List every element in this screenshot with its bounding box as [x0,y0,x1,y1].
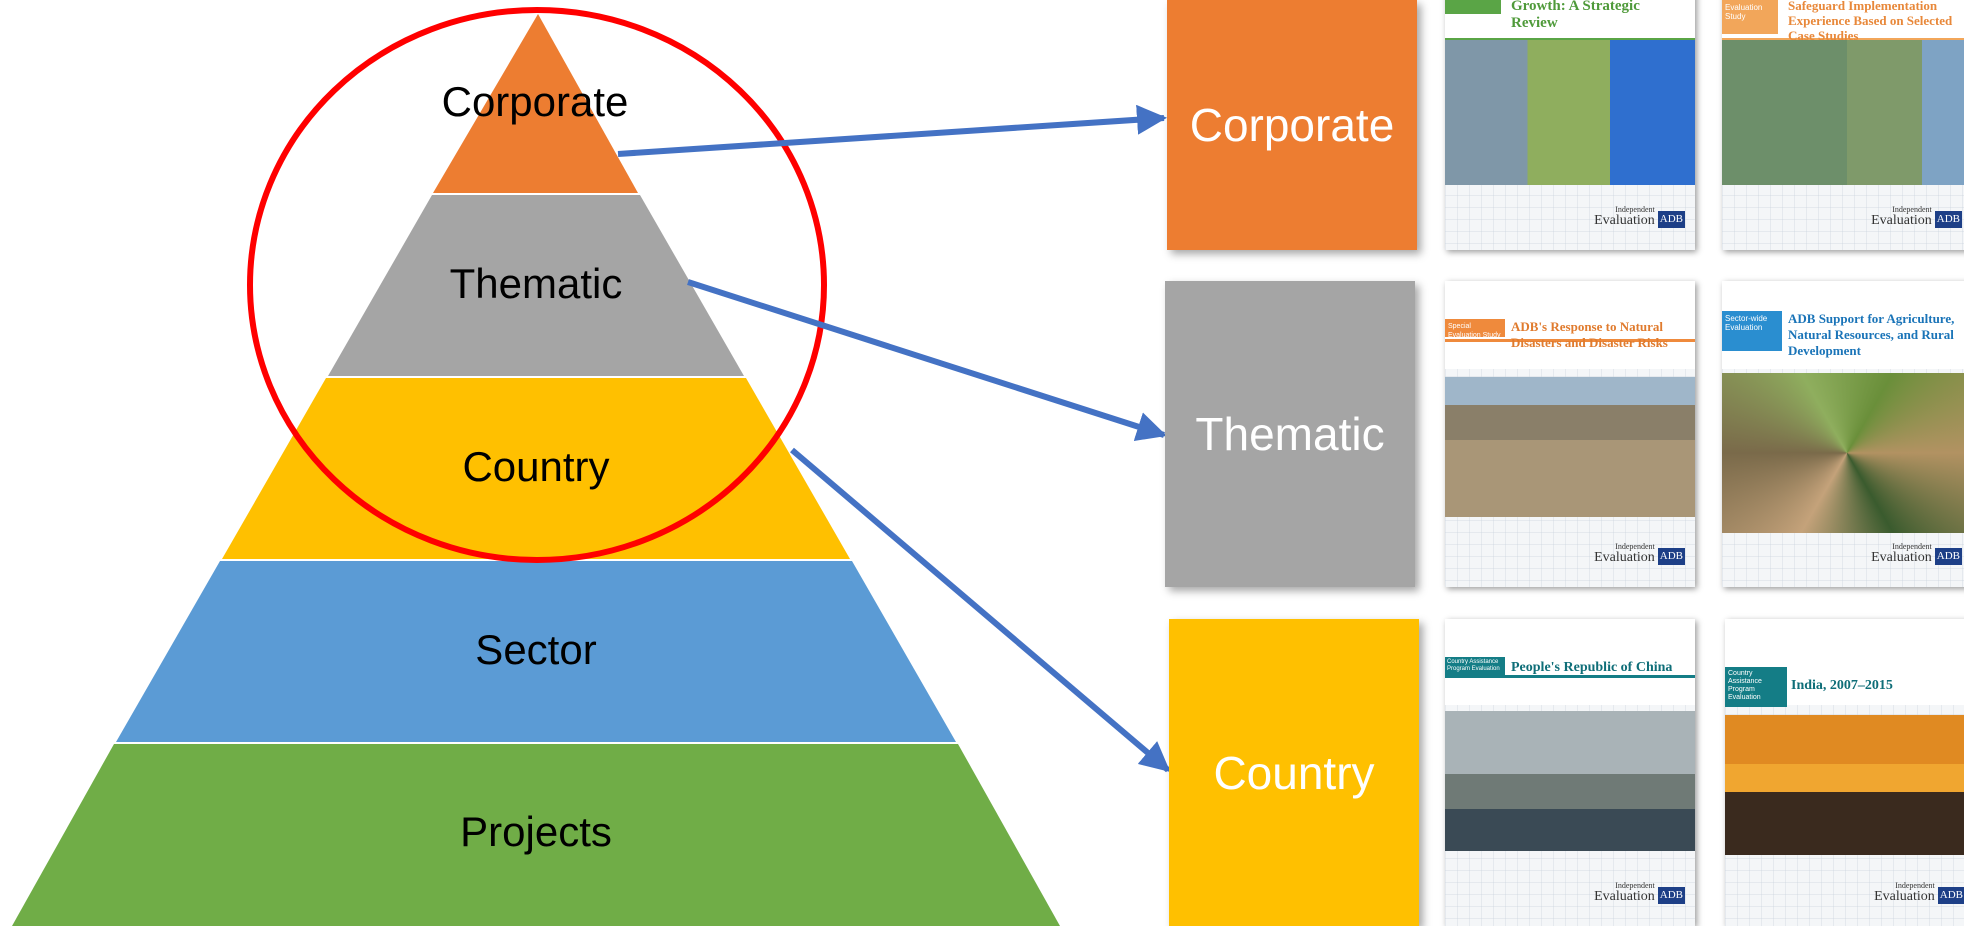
logo-small: Independent [1615,881,1655,890]
adb-logo: ADB [1937,887,1964,904]
cover-logo: Independent Evaluation ADB [1594,542,1685,565]
logo-small: Independent [1892,205,1932,214]
arrow-thematic [687,279,1167,442]
arrow-corporate [617,104,1167,157]
box-label-country: Country [1213,746,1375,799]
logo-small: Independent [1615,205,1655,214]
logo-small: Independent [1895,881,1935,890]
cover-photo [1725,715,1964,855]
report-cover: Sector-wide Evaluation ADB Support for A… [1722,281,1964,587]
cover-title: Growth: A Strategic Review [1511,0,1640,31]
adb-logo: ADB [1657,211,1685,228]
pyramid-level-sector [116,561,956,742]
pyramid-level-corporate [433,14,638,193]
cover-photo [1445,40,1695,185]
cover-tag: Evaluation Study [1722,0,1778,34]
report-cover: Country Assistance Program Evaluation In… [1725,619,1964,926]
pyramid-label-sector: Sector [475,626,597,673]
logo-evaluation: Evaluation [1871,213,1932,228]
arrow-country [790,447,1171,773]
pyramid-label-projects: Projects [460,808,612,855]
pyramid-label-thematic: Thematic [449,260,623,307]
cover-tag: Country Assistance Program Evaluation [1725,667,1787,707]
adb-logo: ADB [1657,887,1685,904]
pyramid-level-projects [12,744,1060,926]
logo-evaluation: Evaluation [1594,550,1655,565]
report-cover: Special Evaluation Study ADB's Response … [1445,281,1695,587]
cover-title: People's Republic of China [1511,660,1673,675]
box-country: Country [1169,619,1419,926]
cover-title: India, 2007–2015 [1791,678,1893,693]
cover-logo: Independent Evaluation ADB [1871,205,1962,228]
cover-photo [1445,377,1695,517]
cover-photo [1722,40,1964,185]
cover-tag: Special Evaluation Study [1445,319,1505,339]
cover-title: Safeguard Implementation Experience Base… [1788,0,1953,43]
logo-evaluation: Evaluation [1594,889,1655,904]
logo-small: Independent [1892,542,1932,551]
adb-logo: ADB [1934,548,1962,565]
logo-small: Independent [1615,542,1655,551]
logo-evaluation: Evaluation [1874,889,1935,904]
cover-tag [1445,0,1501,14]
cover-logo: Independent Evaluation ADB [1594,205,1685,228]
logo-evaluation: Evaluation [1871,550,1932,565]
cover-logo: Independent Evaluation ADB [1594,881,1685,904]
highlight-ellipse [247,7,827,563]
cover-tag: Sector-wide Evaluation [1722,311,1782,351]
cover-title: ADB Support for Agriculture, Natural Res… [1788,311,1955,358]
adb-logo: ADB [1657,548,1685,565]
cover-photo [1722,373,1964,533]
cover-tag: Country Assistance Program Evaluation [1445,657,1505,675]
pyramid-label-corporate: Corporate [441,78,629,125]
cover-photo [1445,711,1695,851]
box-corporate: Corporate [1167,0,1417,250]
box-label-thematic: Thematic [1195,408,1385,460]
box-label-corporate: Corporate [1189,99,1395,151]
adb-logo: ADB [1934,211,1962,228]
report-cover: Country Assistance Program Evaluation Pe… [1445,619,1695,926]
cover-logo: Independent Evaluation ADB [1871,542,1962,565]
cover-title: ADB's Response to Natural Disasters and … [1511,319,1668,350]
pyramid-level-thematic [328,195,744,376]
report-cover: Evaluation Study Safeguard Implementatio… [1722,0,1964,250]
logo-evaluation: Evaluation [1594,213,1655,228]
report-cover: Growth: A Strategic Review Independent E… [1445,0,1695,250]
pyramid-label-country: Country [462,443,610,490]
cover-logo: Independent Evaluation ADB [1874,881,1964,904]
box-thematic: Thematic [1165,281,1415,587]
